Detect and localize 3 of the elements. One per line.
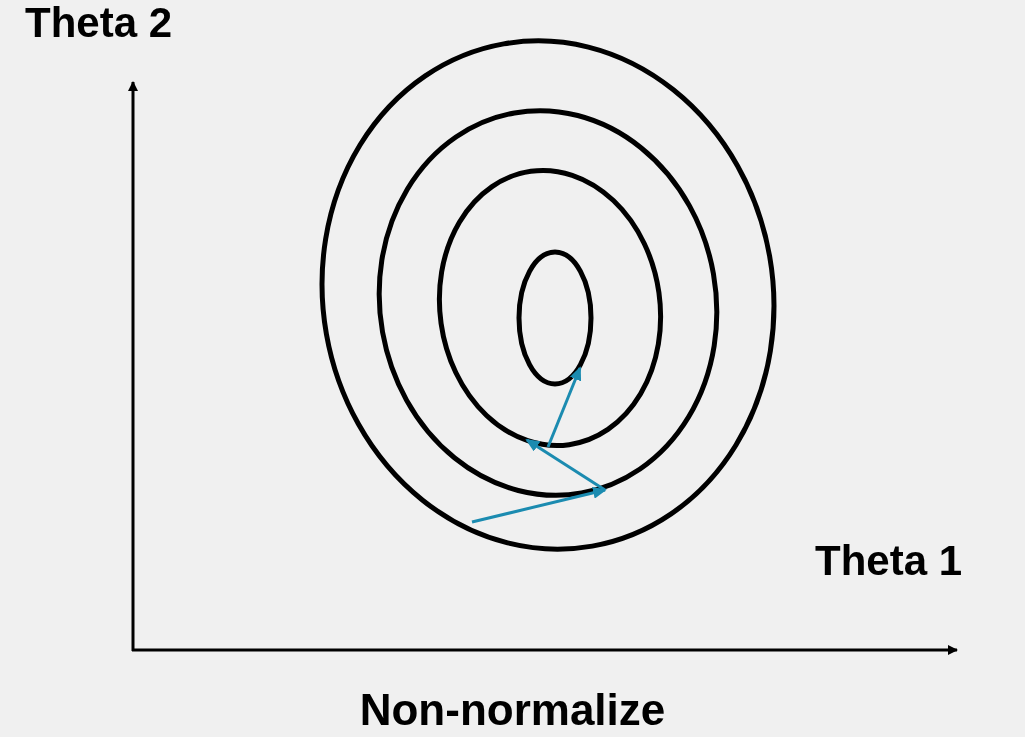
axis-label: Theta 2 xyxy=(25,2,173,44)
caption: Non-normalize xyxy=(358,688,667,732)
axis-label: Theta 1 xyxy=(815,540,963,582)
